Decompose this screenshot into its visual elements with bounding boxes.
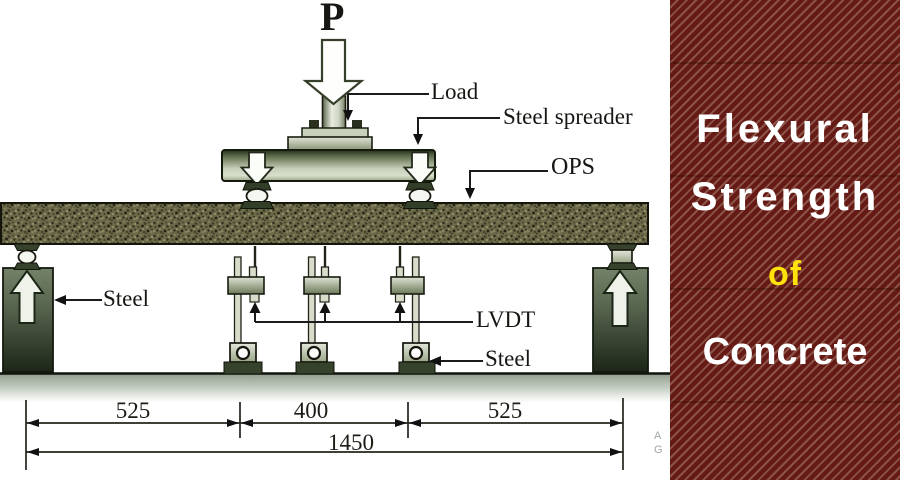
right-steel-support: [592, 243, 649, 373]
load-ram-assembly: [287, 38, 373, 153]
lvdt-gauges: [223, 246, 436, 375]
load-point-arrow-icon: [239, 151, 275, 187]
title-line-strength: Strength: [690, 175, 880, 219]
up-arrowhead-icon: [319, 302, 331, 313]
dimension-middle-span: 400: [293, 398, 329, 423]
ops-concrete-beam: [0, 202, 649, 245]
spreader-leader: [417, 117, 500, 135]
title-panel: Flexural Strength of Concrete: [670, 0, 900, 480]
up-arrowhead-icon: [394, 302, 406, 313]
steel-spreader-beam: [221, 149, 438, 187]
left-roller-icon: [17, 249, 37, 265]
down-arrowhead-icon: [465, 188, 475, 199]
dimension-right-span: 525: [487, 398, 523, 423]
title-line-of: of: [767, 255, 803, 293]
dimension-lines: [25, 398, 624, 470]
label-steel-left: Steel: [103, 286, 149, 311]
dimension-left-span: 525: [115, 398, 151, 423]
ground-base: [0, 372, 670, 402]
left-steel-support: [2, 243, 54, 373]
down-arrowhead-icon: [343, 110, 353, 121]
reaction-up-arrow-icon: [602, 269, 638, 327]
ops-leader: [469, 170, 548, 189]
label-steel-bottom: Steel: [485, 346, 531, 371]
load-point-arrow-icon: [402, 151, 438, 187]
lvdt-gauge-3: [390, 256, 436, 375]
load-leader: [347, 93, 429, 111]
watermark-line-1: A: [654, 430, 662, 442]
dimension-arrowheads: [27, 419, 622, 456]
load-point-rollers: [239, 182, 438, 209]
label-load: Load: [431, 79, 479, 104]
lvdt-gauge-1: [223, 256, 265, 375]
label-ops: OPS: [551, 154, 596, 180]
watermark-text: A G: [654, 429, 663, 457]
diagram-linework: [0, 38, 670, 470]
flexural-test-diagram: P Load Steel spreader OPS Steel LVDT Ste…: [0, 0, 670, 470]
dimension-total-span: 1450: [328, 430, 374, 455]
label-lvdt: LVDT: [476, 307, 536, 332]
left-arrowhead-icon: [429, 356, 441, 366]
label-applied-load-p: P: [320, 0, 345, 39]
reaction-up-arrow-icon: [9, 269, 45, 324]
leader-lines: [54, 93, 548, 366]
up-arrowhead-icon: [249, 302, 261, 313]
label-steel-spreader: Steel spreader: [503, 104, 633, 129]
left-arrowhead-icon: [54, 295, 66, 305]
down-arrowhead-icon: [413, 134, 423, 145]
title-line-flexural: Flexural: [696, 107, 874, 151]
applied-load-arrow-icon: [302, 38, 365, 106]
lvdt-gauge-2: [295, 256, 341, 375]
watermark-line-2: G: [654, 444, 663, 456]
title-line-concrete: Concrete: [702, 331, 868, 373]
